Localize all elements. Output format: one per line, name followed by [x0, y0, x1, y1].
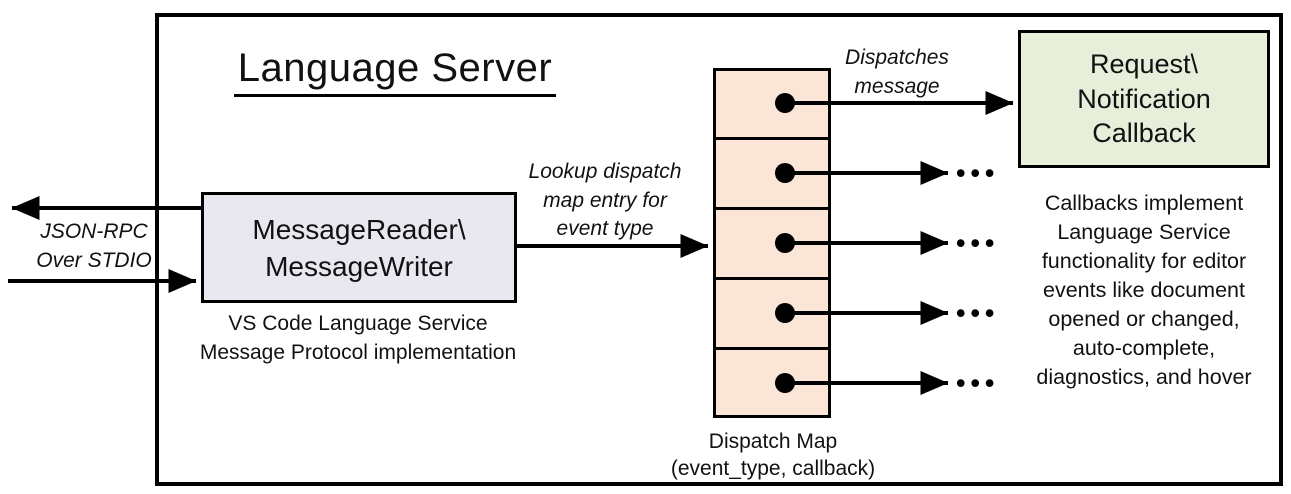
io-channel-label-line2: Over STDIO: [36, 249, 152, 272]
reader-box-line2: MessageWriter: [265, 250, 453, 282]
dispatches-arrow-label-line2: message: [854, 75, 940, 98]
callback-box-line3: Callback: [1092, 118, 1196, 149]
reader-box-line1: MessageReader\: [252, 213, 466, 245]
dispatch-map-cell: [716, 350, 828, 416]
dispatches-arrow-label-line1: Dispatches: [845, 46, 949, 69]
callback-note-line: Callbacks implement: [1044, 191, 1244, 215]
dispatch-map-cell: [716, 210, 828, 276]
dispatch-map-caption-line2: (event_type, callback): [670, 457, 876, 480]
reader-box-caption: VS Code Language Service Message Protoco…: [190, 309, 526, 367]
io-channel-label: JSON-RPC Over STDIO: [18, 217, 170, 275]
callback-box-line1: Request\: [1089, 49, 1199, 80]
callback-note-line: Language Service: [1057, 220, 1231, 244]
message-reader-writer-box: MessageReader\ MessageWriter: [201, 192, 517, 303]
dispatch-map-caption: Dispatch Map (event_type, callback): [655, 428, 891, 482]
callback-note-line: events like document: [1043, 278, 1245, 302]
ellipsis-icon: •••: [956, 368, 1000, 398]
callback-note-line: auto-complete,: [1072, 336, 1216, 360]
dispatch-map-cell: [716, 280, 828, 346]
lookup-arrow-label: Lookup dispatch map entry for event type: [500, 158, 710, 244]
dispatch-map-divider: [715, 207, 829, 210]
callback-note-line: diagnostics, and hover: [1036, 365, 1252, 389]
diagram-title: Language Server: [230, 44, 560, 97]
dispatch-map-divider: [715, 277, 829, 280]
request-notification-callback-box: Request\ Notification Callback: [1018, 30, 1270, 168]
callback-note: Callbacks implement Language Service fun…: [1006, 189, 1282, 392]
callback-note-line: opened or changed,: [1048, 307, 1240, 331]
reader-caption-line1: VS Code Language Service: [228, 312, 488, 335]
dispatches-arrow-label: Dispatches message: [830, 43, 964, 101]
dispatch-map-divider: [715, 137, 829, 140]
ellipsis-icon: •••: [956, 298, 1000, 328]
dispatch-map-caption-line1: Dispatch Map: [708, 430, 838, 453]
ellipsis-icon: •••: [956, 158, 1000, 188]
dispatch-map-cell: [716, 71, 828, 137]
lookup-arrow-label-line3: event type: [556, 217, 654, 240]
dispatch-map-divider: [715, 347, 829, 350]
callback-note-line: functionality for editor: [1041, 249, 1247, 273]
callback-box-line2: Notification: [1077, 83, 1211, 114]
io-channel-label-line1: JSON-RPC: [40, 220, 148, 243]
dispatch-map: [713, 68, 831, 418]
reader-caption-line2: Message Protocol implementation: [199, 341, 517, 364]
lookup-arrow-label-line1: Lookup dispatch: [528, 160, 682, 183]
diagram-title-text: Language Server: [233, 44, 557, 97]
dispatch-map-cell: [716, 140, 828, 206]
ellipsis-icon: •••: [956, 228, 1000, 258]
lookup-arrow-label-line2: map entry for: [543, 188, 667, 212]
